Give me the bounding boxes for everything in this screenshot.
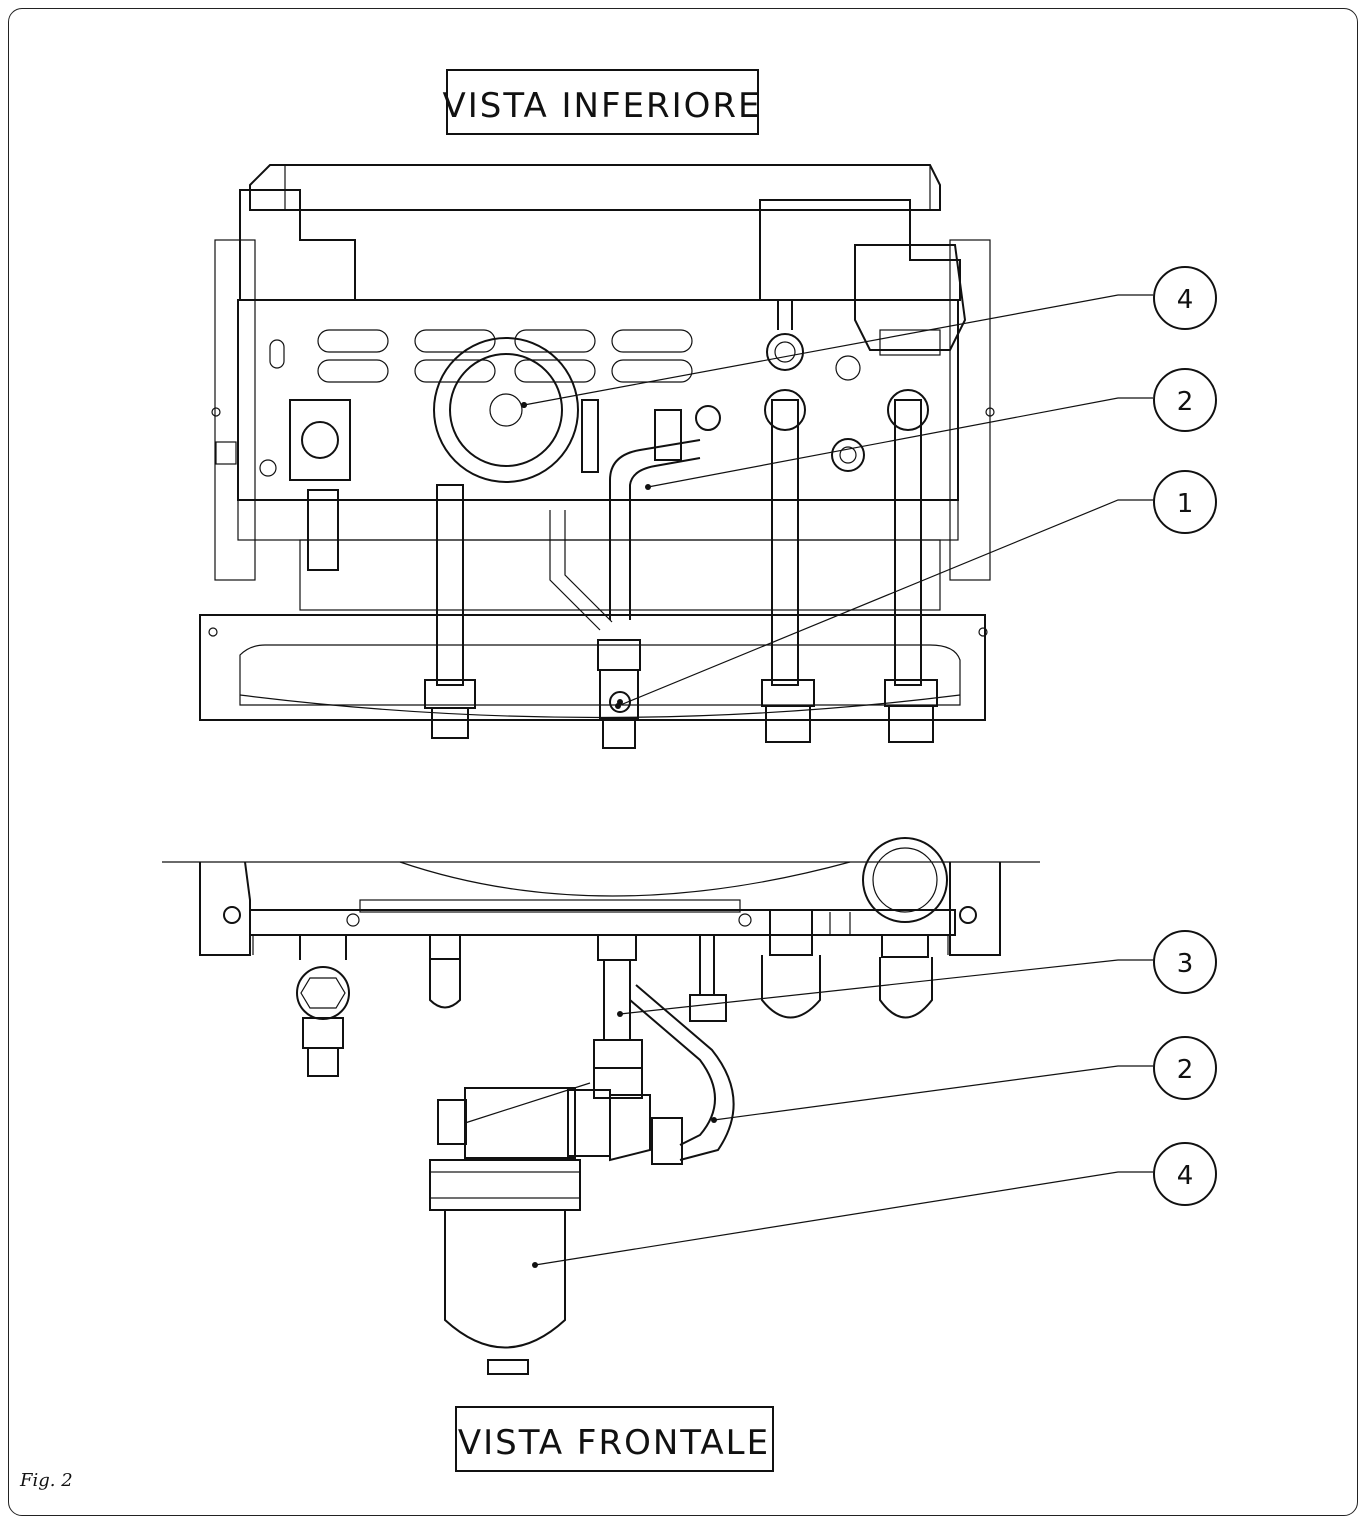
callout-2-top: 2 (1153, 368, 1217, 432)
callout-4-front: 4 (1153, 1142, 1217, 1206)
title-box-bottom: VISTA FRONTALE (455, 1406, 774, 1472)
callout-1-top: 1 (1153, 470, 1217, 534)
front-view-drawing (162, 837, 1040, 1375)
bottom-view-drawing (199, 164, 995, 749)
title-bottom: VISTA FRONTALE (458, 1423, 770, 1463)
title-box-top: VISTA INFERIORE (442, 69, 761, 135)
callout-leaders-bottom (464, 959, 1153, 1266)
figure-caption: Fig. 2 (20, 1470, 73, 1491)
callout-leaders-top (523, 294, 1153, 707)
page-frame (8, 8, 1358, 1516)
title-top: VISTA INFERIORE (442, 86, 761, 126)
svg-text:3: 3 (1177, 949, 1194, 979)
callout-3-front: 3 (1153, 930, 1217, 994)
svg-text:2: 2 (1177, 387, 1194, 417)
callout-2-front: 2 (1153, 1036, 1217, 1100)
svg-text:2: 2 (1177, 1055, 1194, 1085)
svg-text:4: 4 (1177, 1161, 1194, 1191)
callout-4-top: 4 (1153, 266, 1217, 330)
svg-text:4: 4 (1177, 285, 1194, 315)
svg-text:1: 1 (1177, 489, 1194, 519)
